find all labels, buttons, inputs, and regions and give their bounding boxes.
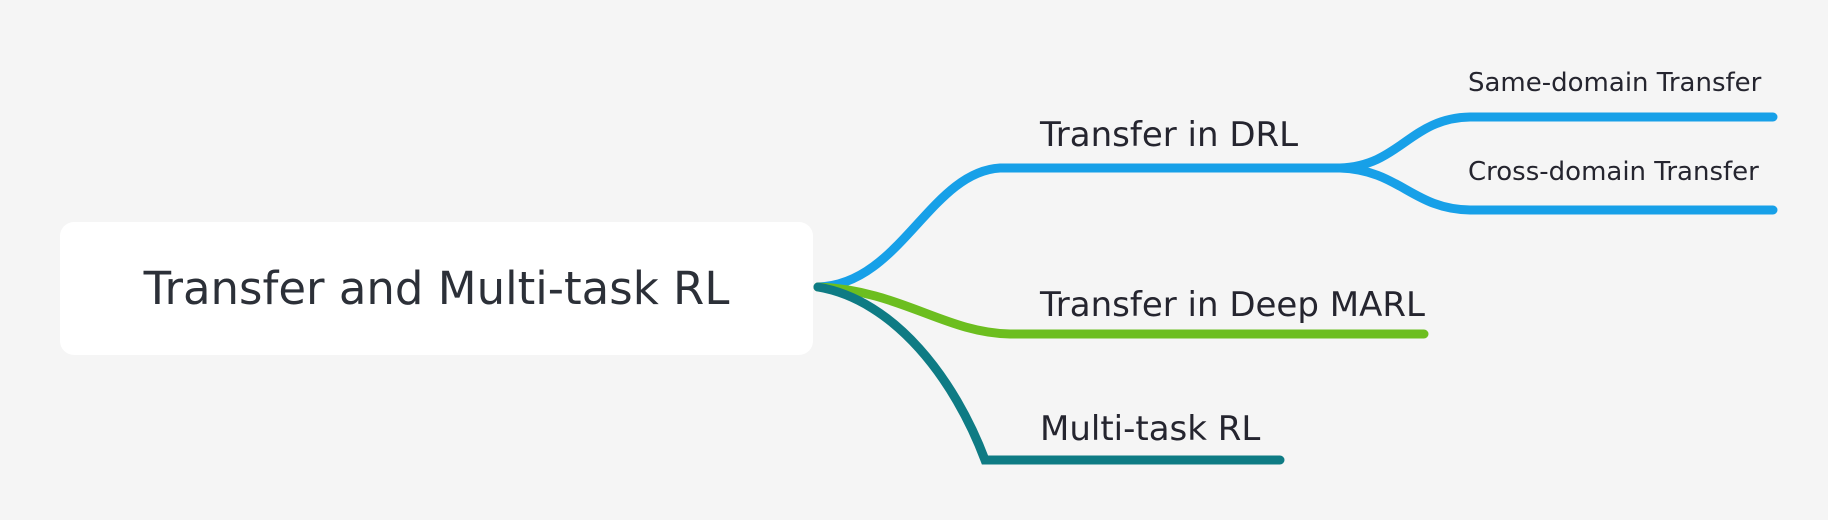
edge-root-to-multi-task-rl xyxy=(813,282,1285,465)
branch-label-cross-domain-transfer[interactable]: Cross-domain Transfer xyxy=(1468,157,1759,187)
branch-label-transfer-in-deep-marl[interactable]: Transfer in Deep MARL xyxy=(1040,285,1425,325)
edge-drl-to-same-domain xyxy=(1335,112,1778,173)
branch-label-transfer-in-drl[interactable]: Transfer in DRL xyxy=(1040,115,1299,155)
branch-label-multi-task-rl[interactable]: Multi-task RL xyxy=(1040,409,1261,449)
edge-drl-to-cross-domain xyxy=(1335,163,1778,215)
root-node-label: Transfer and Multi-task RL xyxy=(143,262,730,315)
root-node[interactable]: Transfer and Multi-task RL xyxy=(60,222,813,355)
edge-root-to-transfer-in-drl xyxy=(813,163,1345,292)
edge-root-to-transfer-in-deep-marl xyxy=(813,282,1429,339)
branch-label-same-domain-transfer[interactable]: Same-domain Transfer xyxy=(1468,68,1762,98)
